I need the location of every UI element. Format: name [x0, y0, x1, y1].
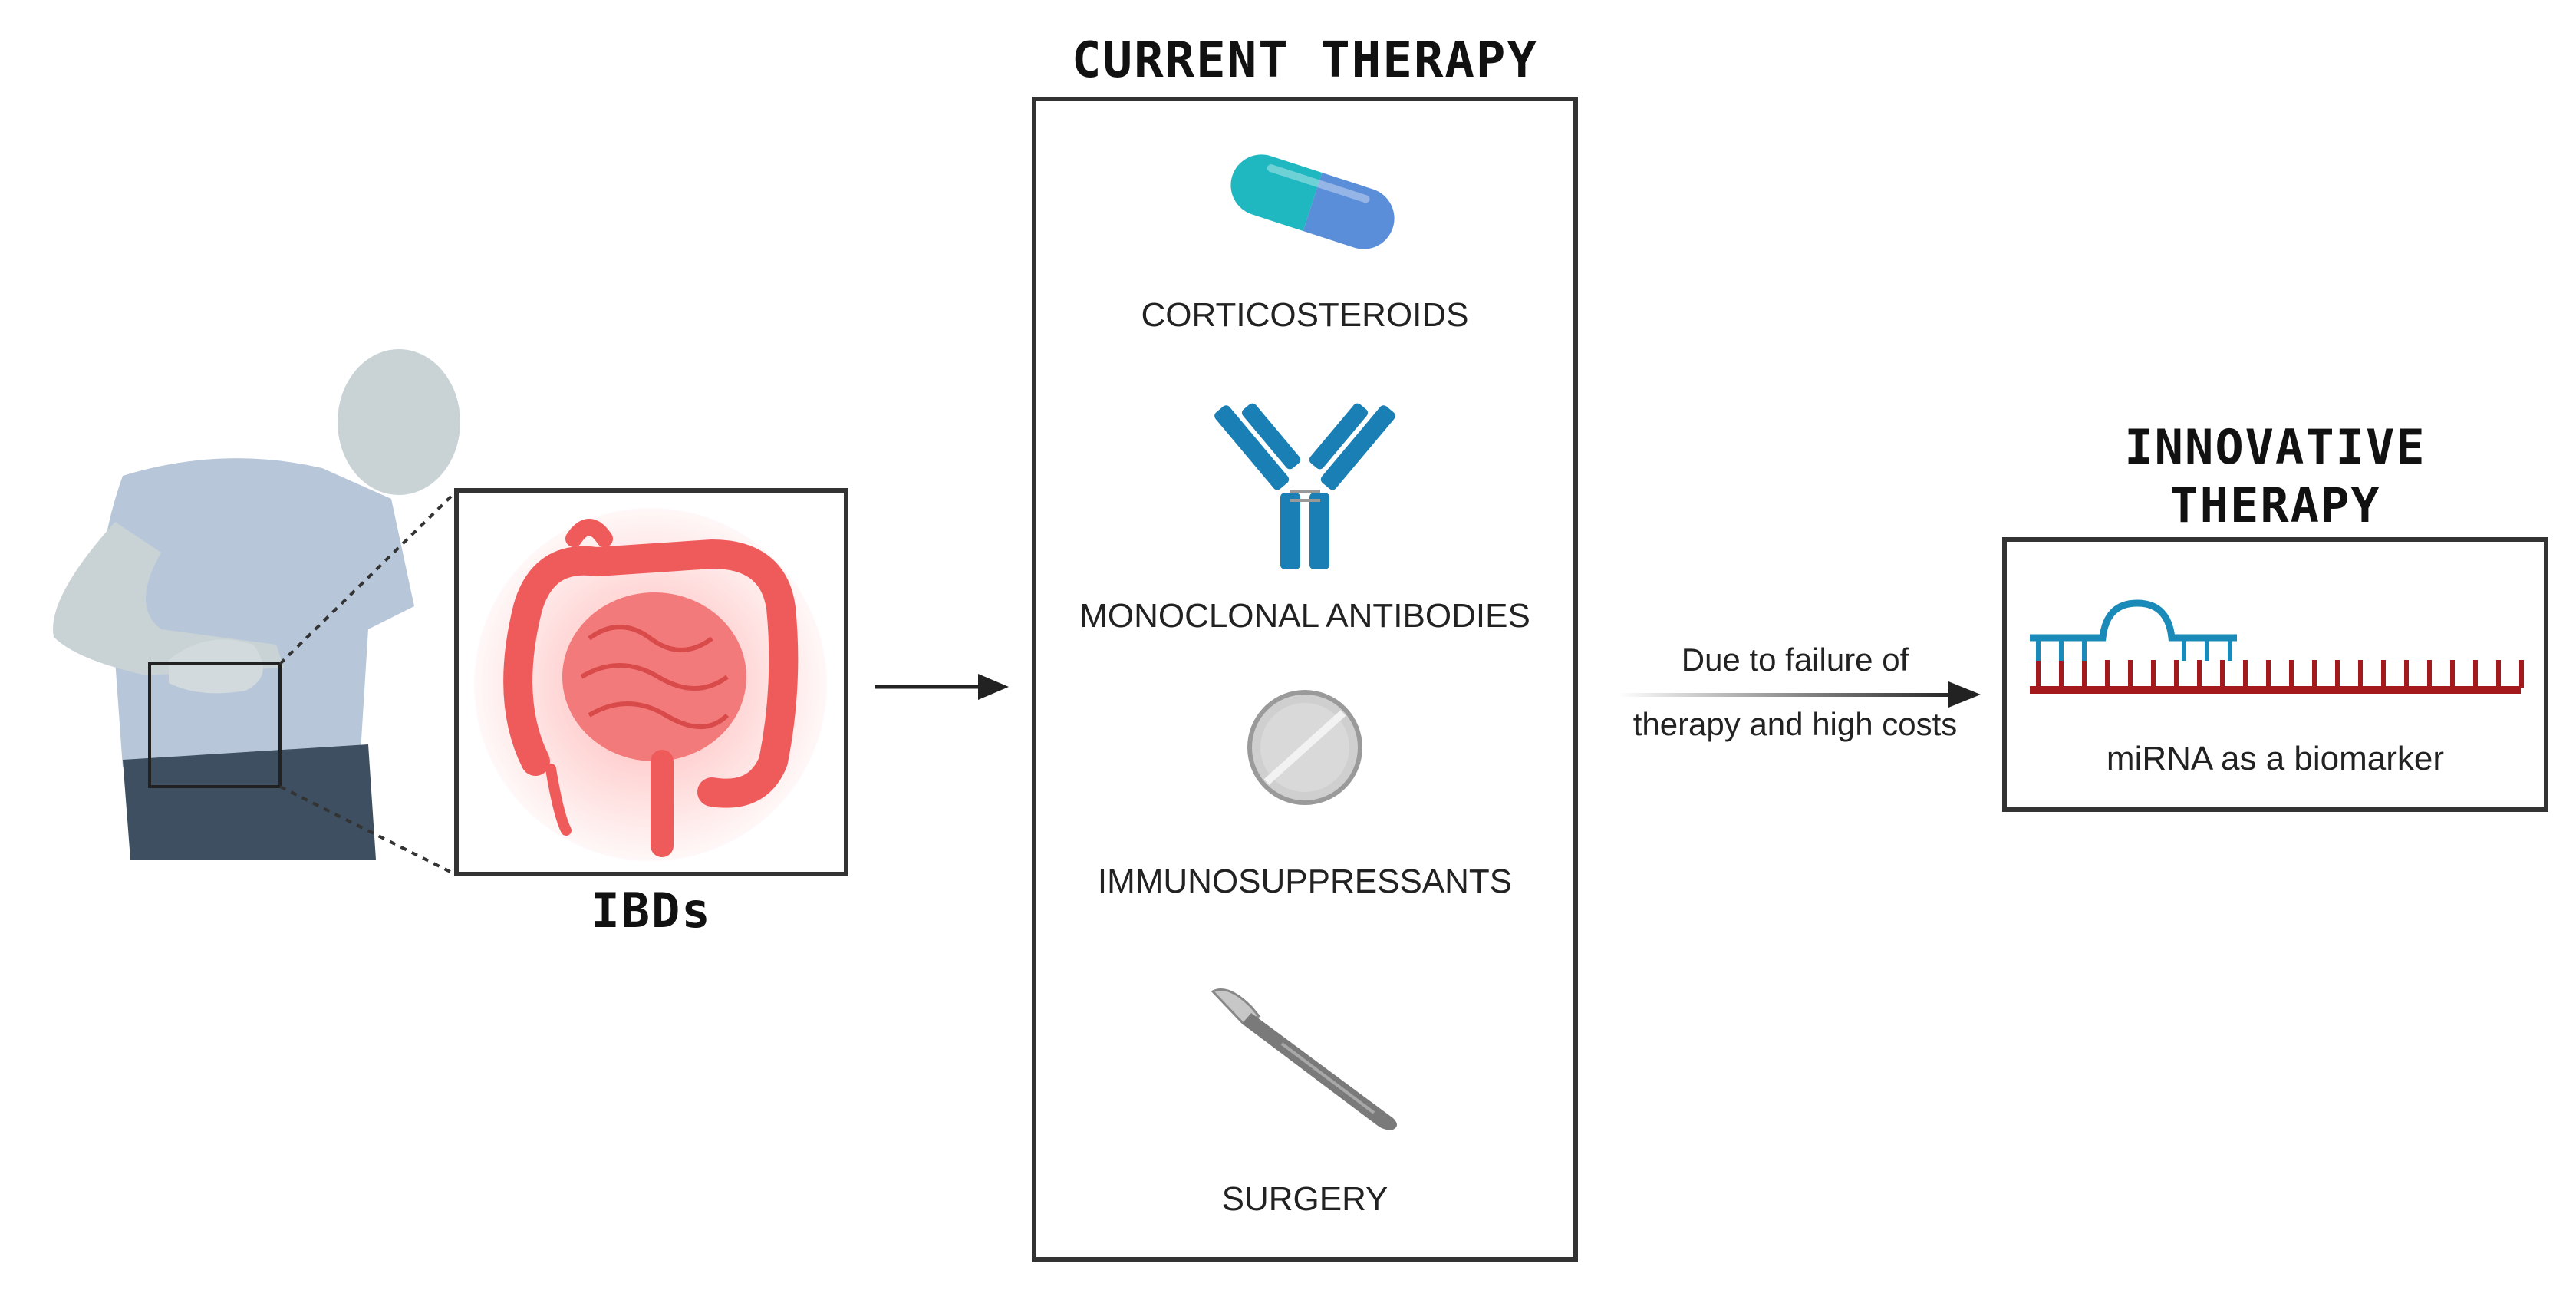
mirna-base-bottom	[2082, 660, 2087, 688]
intestine-zoom-box	[454, 488, 848, 876]
therapy-item-label: SURGERY	[1221, 1180, 1388, 1218]
mirna-base-bottom	[2105, 660, 2110, 688]
therapy-item-label: IMMUNOSUPPRESSANTS	[1097, 863, 1513, 900]
mirna-base-bottom	[2197, 660, 2202, 688]
scalpel-icon	[1211, 988, 1397, 1130]
innovative-therapy-box: miRNA as a biomarker	[2002, 537, 2548, 812]
therapy-item-label: MONOCLONAL ANTIBODIES	[1079, 597, 1530, 635]
mirna-base-bottom	[2266, 660, 2271, 688]
mirna-base-bottom	[2312, 660, 2317, 688]
mirna-base-bottom	[2519, 660, 2524, 688]
mirna-base-bottom	[2289, 660, 2294, 688]
mirna-base-bottom	[2059, 660, 2064, 688]
arrow-note-line1: Due to failure of	[1681, 642, 1909, 678]
mirna-base-bottom	[2174, 660, 2179, 688]
mirna-base-top	[2036, 638, 2041, 661]
arrow-note-line2: therapy and high costs	[1632, 706, 1958, 742]
current-therapy-box: CORTICOSTEROIDS MONOCLONAL ANTIBODIES IM…	[1032, 97, 1578, 1262]
mirna-icon	[2030, 599, 2524, 694]
antibody-icon	[1214, 403, 1395, 569]
innovative-therapy-caption: miRNA as a biomarker	[2106, 740, 2445, 777]
mirna-base-bottom	[2128, 660, 2133, 688]
mirna-base-top	[2082, 638, 2087, 661]
person-arm	[53, 522, 284, 675]
mirna-base-bottom	[2381, 660, 2386, 688]
innovative-therapy-title-line2: THERAPY	[2169, 477, 2381, 533]
mirna-base-top	[2182, 638, 2186, 661]
pill-tablet-icon	[1247, 690, 1362, 805]
person-hand	[169, 639, 263, 694]
therapy-item-label: CORTICOSTEROIDS	[1141, 296, 1469, 334]
mirna-base-bottom	[2220, 660, 2225, 688]
person-torso	[101, 458, 414, 767]
intestine-icon	[474, 508, 827, 861]
arrow-to-current-therapy	[875, 674, 1009, 700]
capsule-icon	[1230, 154, 1395, 249]
mirna-base-bottom	[2358, 660, 2363, 688]
mirna-base-bottom	[2473, 660, 2478, 688]
mirna-base-top	[2205, 638, 2209, 661]
ibds-caption: IBDs	[591, 883, 712, 939]
mirna-base-bottom	[2151, 660, 2156, 688]
mirna-base-bottom	[2427, 660, 2432, 688]
zoom-region-marker	[148, 662, 282, 788]
mirna-base-bottom	[2404, 660, 2409, 688]
current-therapy-title: CURRENT THERAPY	[1072, 32, 1538, 89]
mirna-base-bottom	[2243, 660, 2248, 688]
mirna-base-bottom	[2450, 660, 2455, 688]
mirna-base-bottom	[2335, 660, 2340, 688]
mirna-base-top	[2228, 638, 2232, 661]
mirna-base-bottom	[2036, 660, 2041, 688]
person-legs	[123, 744, 376, 860]
mirna-base-top	[2059, 638, 2064, 661]
arrow-to-innovative-therapy	[1619, 681, 1981, 708]
mirna-base-bottom	[2496, 660, 2501, 688]
person-head	[338, 349, 460, 495]
innovative-therapy-title-line1: INNOVATIVE	[2124, 419, 2426, 475]
person-figure	[53, 349, 460, 860]
